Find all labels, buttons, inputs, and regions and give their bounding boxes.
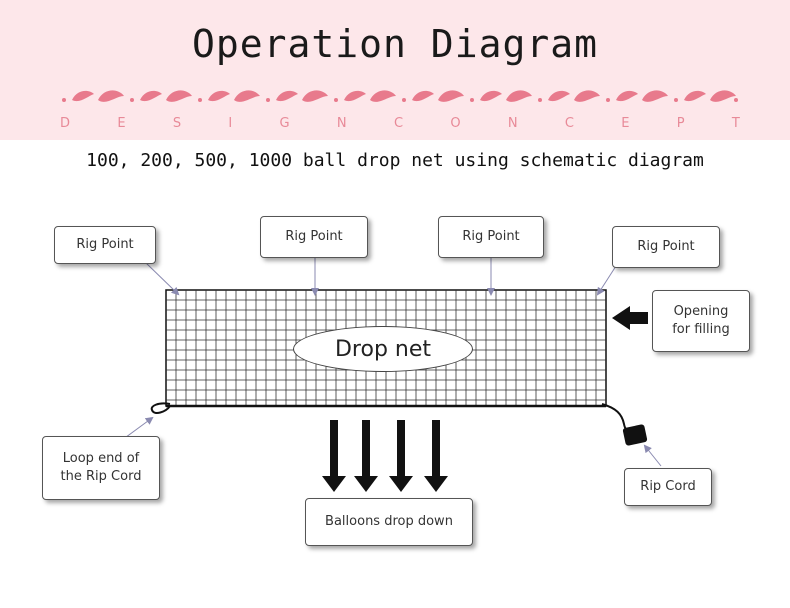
page-title: Operation Diagram	[192, 22, 598, 66]
petal-dot	[734, 98, 738, 102]
concept-letter: C	[564, 116, 574, 131]
concept-letter: N	[336, 116, 347, 131]
concept-letter: C	[393, 116, 404, 131]
concept-letter: G	[279, 116, 290, 131]
opening-arrow	[612, 306, 648, 330]
rip-cord-label: Rip Cord	[624, 468, 712, 506]
concept-letter: T	[731, 116, 740, 131]
petal-pair	[198, 90, 260, 102]
leader-line-rip-cord	[643, 444, 662, 467]
rig-point-label-3: Rig Point	[438, 216, 544, 258]
petal-pair	[334, 90, 396, 102]
loop-end-rope	[150, 402, 171, 414]
concept-letter: O	[450, 116, 461, 131]
concept-letter: E	[117, 116, 126, 131]
petal-decoration	[62, 90, 738, 102]
petal-pair	[62, 90, 124, 102]
concept-letter: S	[172, 116, 182, 131]
petal-pair	[606, 90, 668, 102]
concept-letter: P	[676, 116, 685, 131]
rig-point-label-2: Rig Point	[260, 216, 368, 258]
concept-letter: D	[60, 116, 71, 131]
petal-pair	[674, 90, 736, 102]
rip-cord-handle	[622, 424, 648, 446]
petal-pair	[470, 90, 532, 102]
petal-pair	[538, 90, 600, 102]
balloons-drop-arrows	[322, 420, 448, 492]
petal-pair	[130, 90, 192, 102]
concept-letter: I	[228, 116, 233, 131]
loop-end-label: Loop end of the Rip Cord	[42, 436, 160, 500]
petal-pair	[402, 90, 464, 102]
concept-letter: E	[621, 116, 630, 131]
opening-for-filling-label: Opening for filling	[652, 290, 750, 352]
drop-net-label: Drop net	[293, 326, 473, 372]
subtitle: 100, 200, 500, 1000 ball drop net using …	[86, 150, 704, 171]
leader-line-rig-point-1	[144, 261, 180, 296]
concept-letter: N	[507, 116, 518, 131]
balloons-drop-down-label: Balloons drop down	[305, 498, 473, 546]
rig-point-label-1: Rig Point	[54, 226, 156, 264]
leader-line-rig-point-4	[596, 265, 617, 296]
header-banner: Operation Diagram D E S I G N C O N C E P T	[0, 0, 790, 140]
rig-point-label-4: Rig Point	[612, 226, 720, 268]
petal-pair	[266, 90, 328, 102]
